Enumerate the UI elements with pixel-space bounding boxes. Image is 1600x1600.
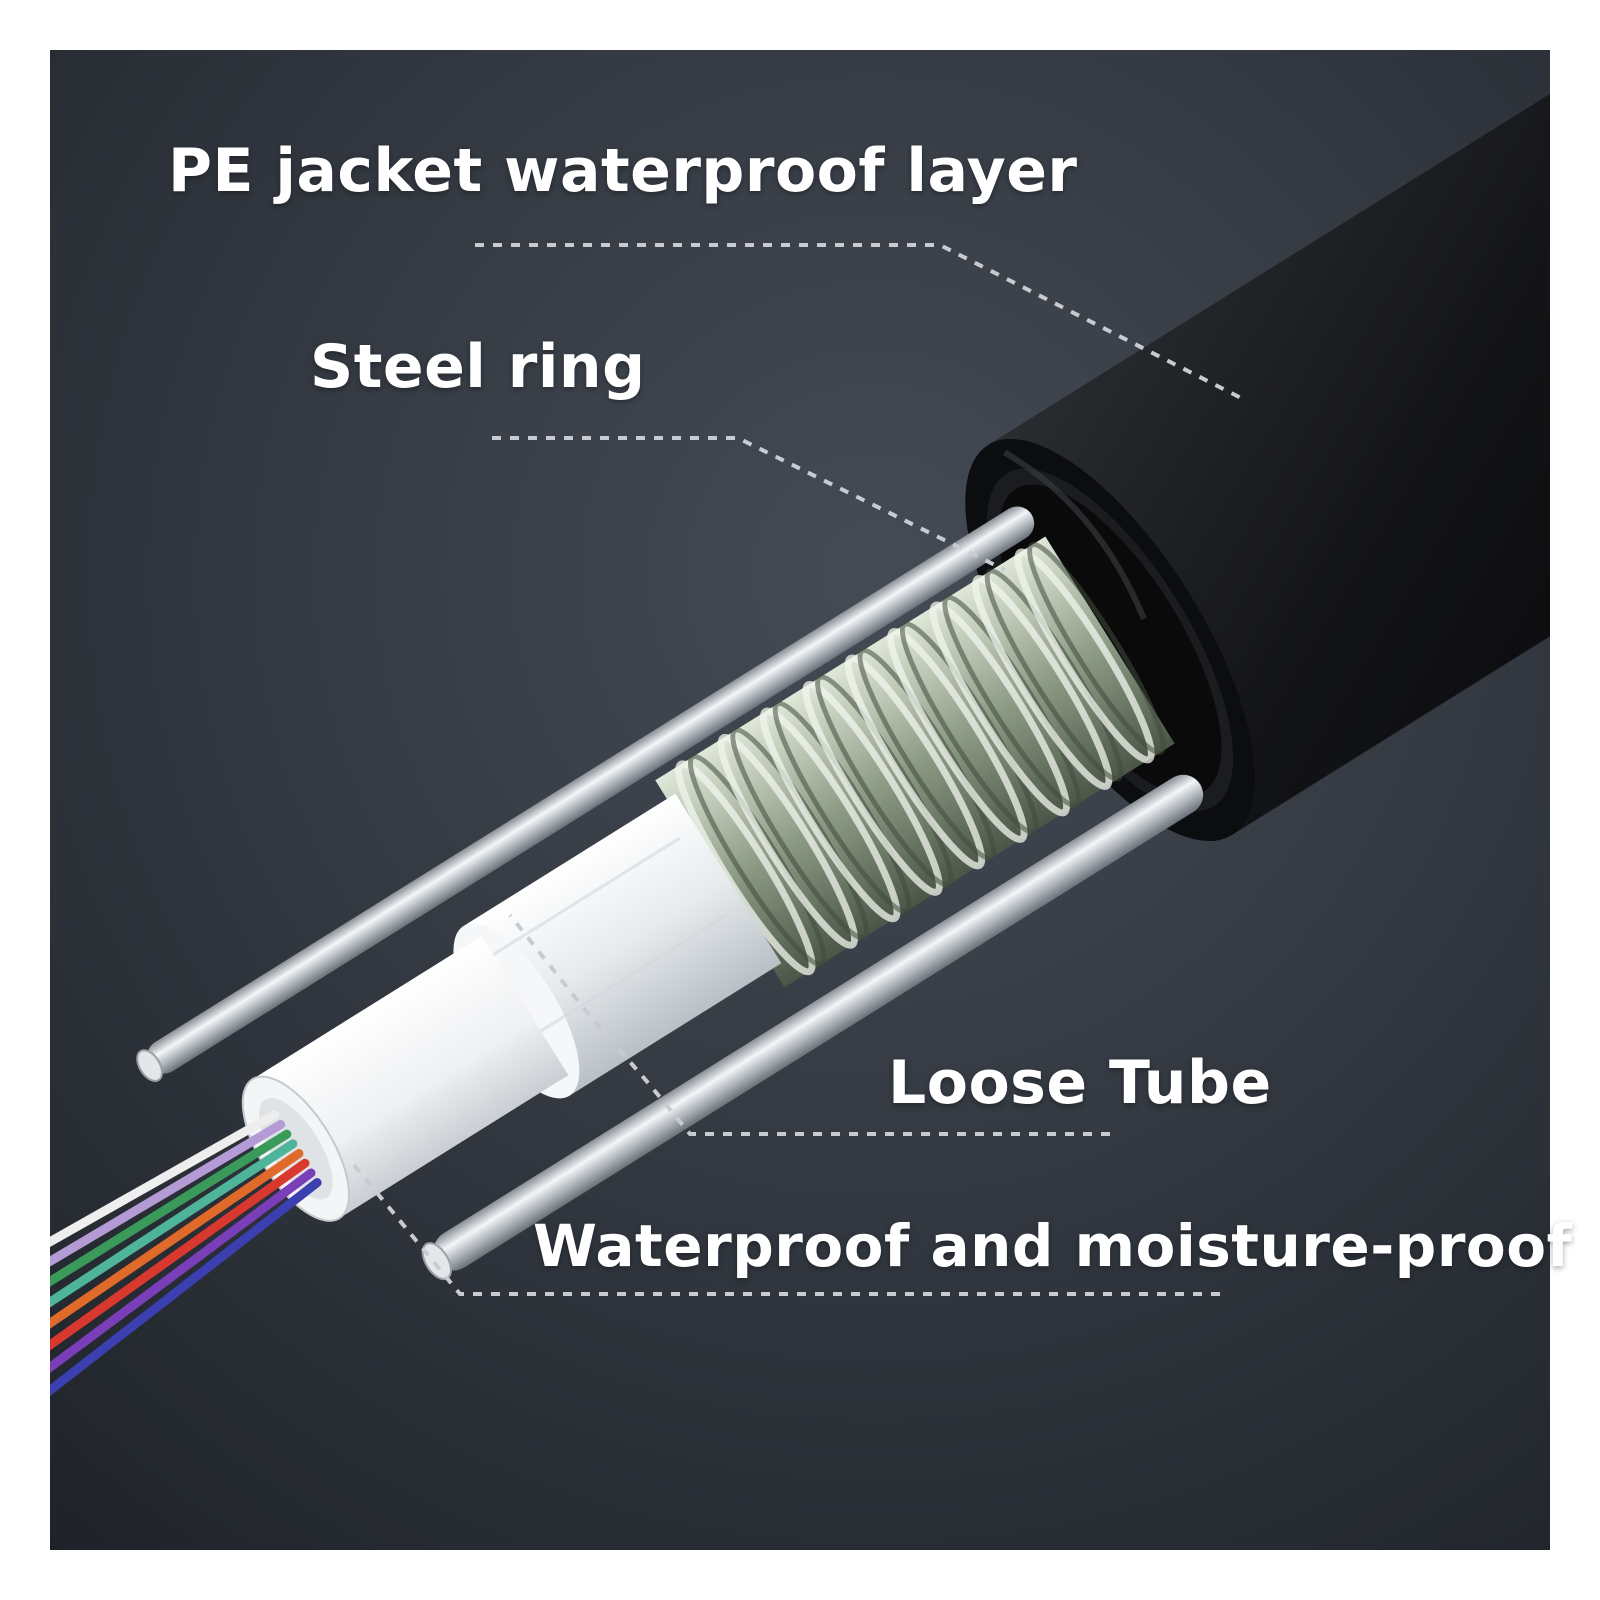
armor-ridge-shadow [772, 700, 912, 914]
label-steel-ring: Steel ring [310, 332, 646, 402]
label-loose-tube: Loose Tube [888, 1048, 1272, 1118]
label-pe-jacket: PE jacket waterproof layer [168, 136, 1078, 206]
fiber-red [50, 1158, 310, 1366]
armor-ridge-shadow [899, 621, 1039, 835]
armor-ridge [971, 574, 1113, 790]
armor-ridge-shadow [857, 647, 997, 861]
optical-fibers [50, 1110, 322, 1397]
fiber-purple-light [50, 1119, 286, 1303]
steel-wire-top [136, 506, 1035, 1082]
armor-ridge-shadow [687, 753, 827, 967]
armor-ridge-shadow [815, 674, 954, 888]
fiber-green [50, 1129, 292, 1319]
armor-ridge [887, 627, 1028, 843]
armor-ridge [1014, 548, 1155, 764]
armor-ridge [929, 601, 1071, 817]
fiber-orange [50, 1149, 304, 1350]
label-waterproof: Waterproof and moisture-proof [533, 1212, 1573, 1280]
armor-ridge [802, 680, 943, 896]
leader-line-waterproof [348, 1158, 1220, 1296]
fiber-blue [50, 1178, 322, 1397]
armor-ridge-shadow [984, 568, 1124, 782]
steel-wire-bottom [421, 774, 1204, 1281]
armor-ridge [717, 733, 859, 949]
fiber-teal [50, 1139, 298, 1335]
armor-ridge-shadow [942, 594, 1081, 808]
fiber-violet [50, 1168, 316, 1382]
leader-lines [348, 243, 1246, 1296]
armor-ridge [844, 654, 986, 870]
steel-ring-armor [655, 536, 1175, 988]
fiber-white [50, 1110, 280, 1287]
